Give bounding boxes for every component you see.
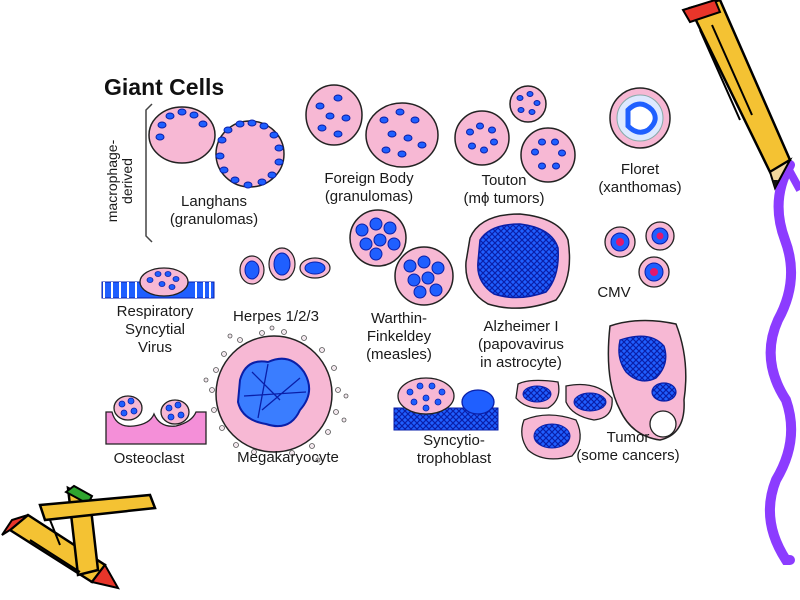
warthin-label: Warthin- Finkeldey (measles) [366,310,432,363]
group-label-line1: macrophage- [104,139,120,223]
herpes-cells [239,247,331,285]
osteoclast-label: Osteoclast [113,450,185,467]
megakaryocyte-cell [203,325,349,463]
pencil-icon [681,0,793,191]
herpes-label: Herpes 1/2/3 [233,308,319,325]
alzheimer-label: Alzheimer I (papovavirus in astrocyte) [478,318,564,371]
floret-label: Floret (xanthomas) [598,161,682,196]
touton-label: Touton (mϕ tumors) [463,172,545,207]
syncytiotrophoblast-cell [393,377,499,431]
langhans-cells [148,106,285,188]
tumor-label: Tumor (some cancers) [576,429,680,464]
crayon-bundle-icon [1,484,157,590]
osteoclast-cell [105,395,207,445]
cmv-cells [604,221,675,288]
rsv-label: Respiratory Syncytial Virus [116,303,194,356]
touton-cells [454,85,576,183]
purple-wave-border [764,160,797,565]
alzheimer-cell [465,213,571,309]
megakaryocyte-label: Megakaryocyte [237,449,339,466]
rsv-cell [101,267,215,299]
macrophage-derived-label: macrophage- derived [100,104,140,244]
syncytiotrophoblast-label: Syncytio- trophoblast [416,432,492,467]
group-label-line2: derived [119,158,135,204]
tumor-cells [515,319,687,460]
slide-title: Giant Cells [104,74,225,100]
langhans-label: Langhans (granulomas) [169,193,259,228]
cmv-label: CMV [597,284,631,301]
foreign-body-label: Foreign Body (granulomas) [324,170,414,205]
floret-cell [609,87,671,149]
